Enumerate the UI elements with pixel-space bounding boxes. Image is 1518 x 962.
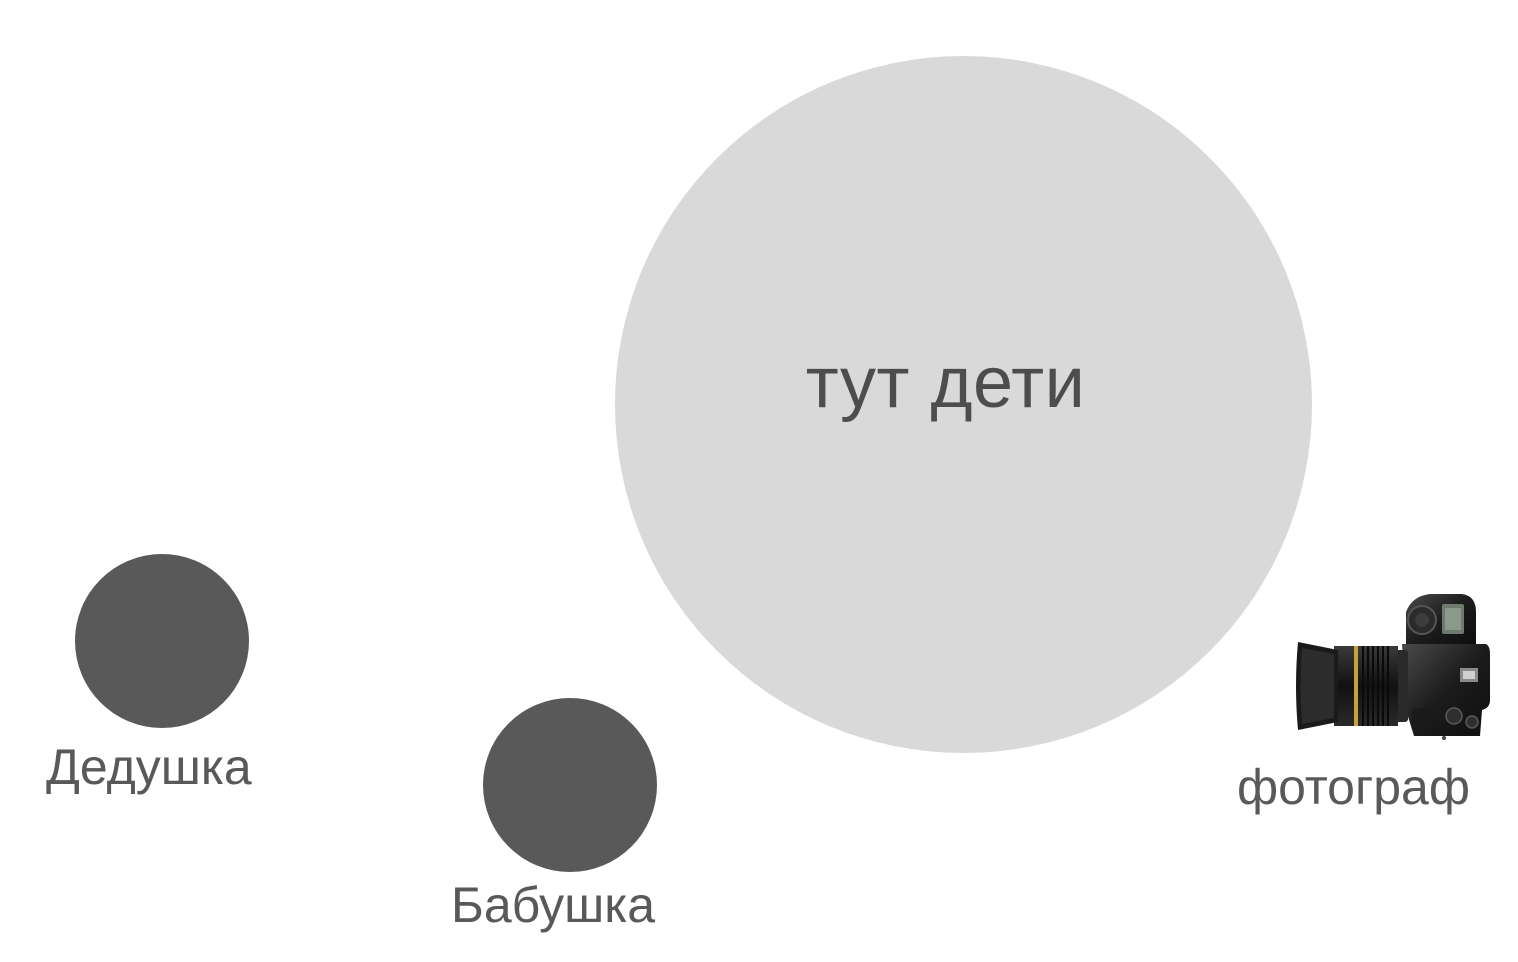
children-area: тут дети — [615, 56, 1312, 753]
grandpa-marker — [75, 554, 249, 728]
photographer-label: фотограф — [1237, 759, 1470, 815]
children-area-label: тут дети — [805, 342, 1086, 423]
grandpa-label: Дедушка — [46, 739, 252, 795]
grandma-marker — [483, 698, 657, 872]
grandma-label: Бабушка — [451, 877, 656, 933]
dslr-camera-icon — [1296, 594, 1490, 740]
